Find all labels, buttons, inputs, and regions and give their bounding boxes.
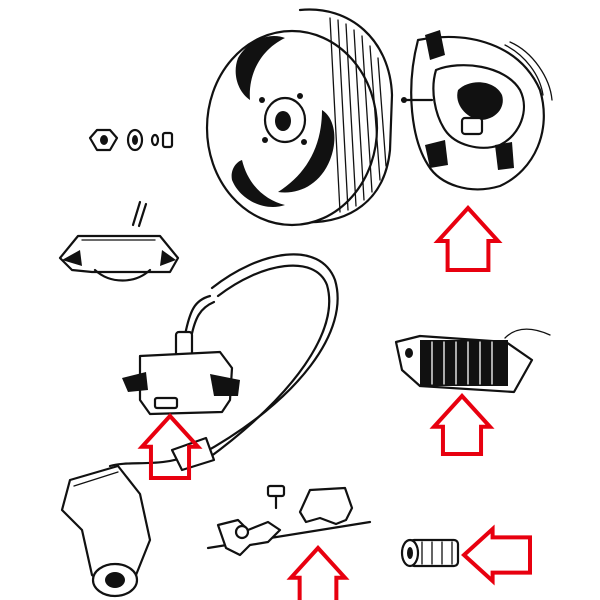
flywheel-rotor-icon — [205, 8, 394, 227]
charging-coil-icon — [394, 328, 551, 394]
ignition-coil-icon — [122, 330, 240, 416]
arrow-stator-icon — [433, 205, 503, 272]
high-tension-lead-icon — [183, 253, 339, 462]
stator-base-plate-icon — [400, 30, 553, 191]
spacer-sleeve-icon — [400, 538, 460, 568]
spark-plug-cap-icon — [60, 436, 216, 598]
lighting-coil-icon — [58, 200, 180, 282]
arrow-contact-breaker-icon — [286, 545, 350, 600]
arrow-charging-coil-icon — [429, 393, 495, 456]
arrow-ignition-coil-icon — [137, 413, 203, 480]
contact-breaker-points-icon — [206, 484, 372, 557]
arrow-spacer-icon — [461, 524, 532, 586]
nut-washer-spacer-icon — [88, 128, 174, 152]
